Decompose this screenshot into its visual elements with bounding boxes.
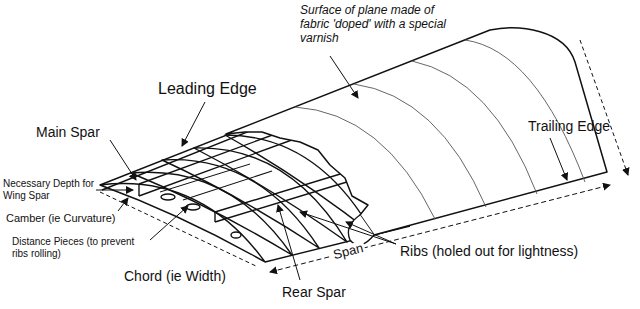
part-label: Main Spar bbox=[36, 124, 100, 140]
note-label: Distance Pieces (to prevent ribs rolling… bbox=[12, 236, 152, 259]
dimension-label: Chord (ie Width) bbox=[124, 268, 226, 284]
surface-label: Surface of plane made of fabric 'doped' … bbox=[300, 4, 448, 45]
note-label: Necessary Depth for Wing Spar bbox=[3, 178, 98, 201]
part-label: Trailing Edge bbox=[528, 118, 610, 134]
part-label: Leading Edge bbox=[158, 80, 257, 98]
part-label: Ribs (holed out for lightness) bbox=[400, 243, 578, 259]
note-label: Camber (ie Curvature) bbox=[6, 212, 115, 225]
part-label: Rear Spar bbox=[282, 284, 346, 300]
